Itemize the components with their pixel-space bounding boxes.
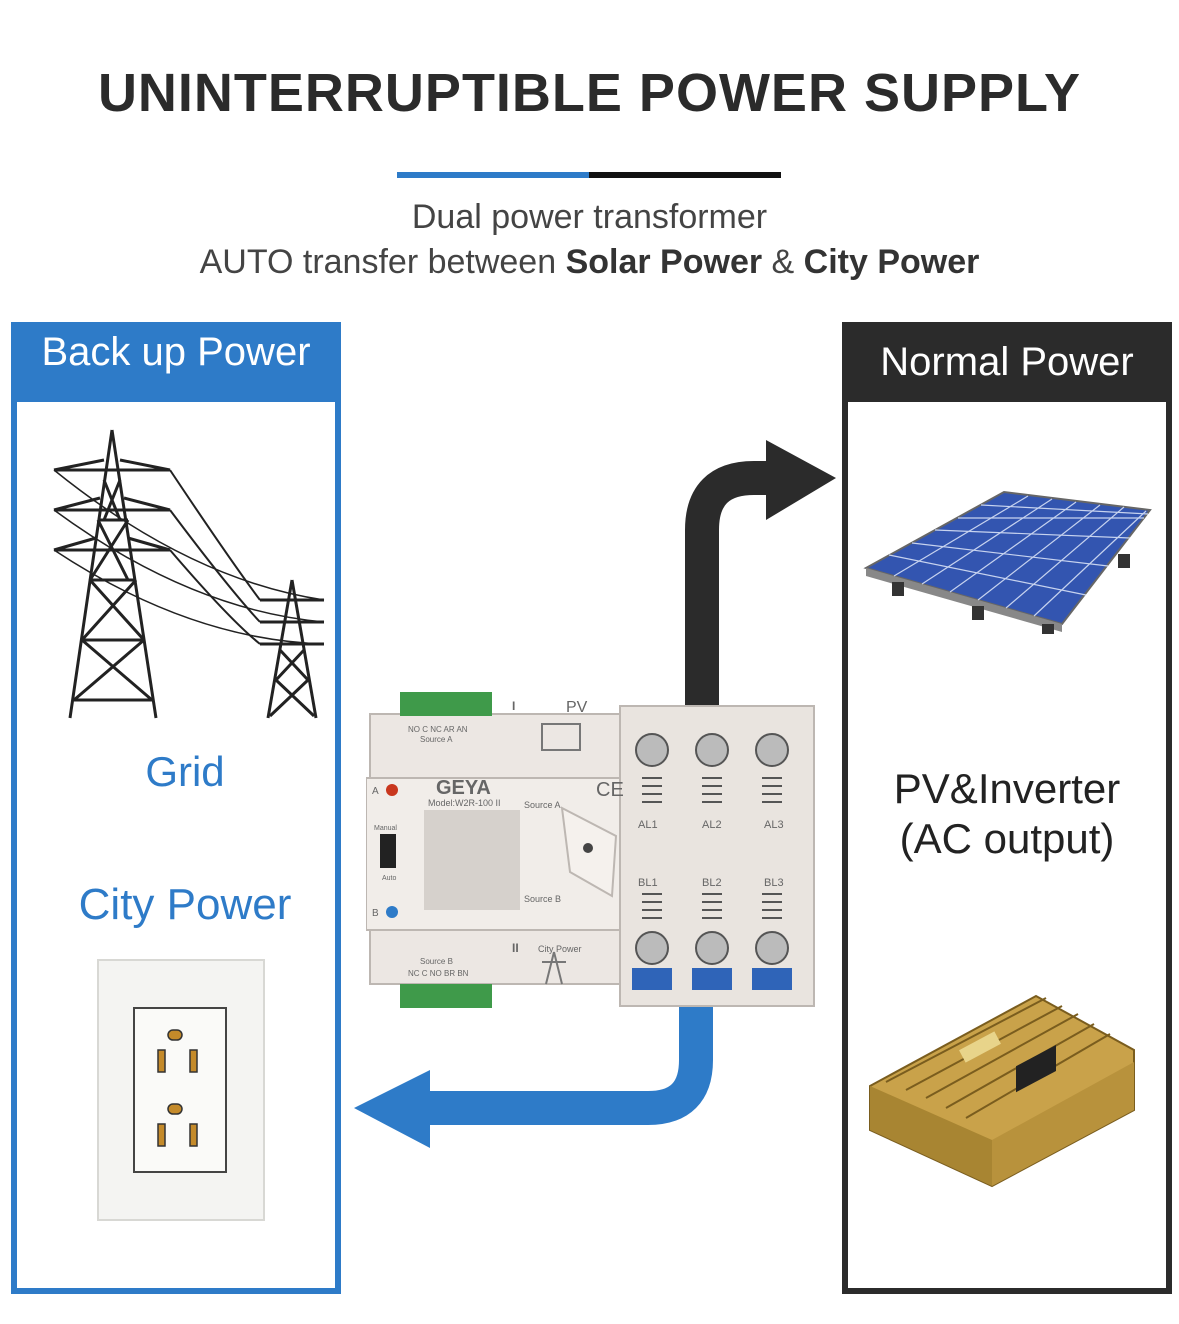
subtitle-city: City Power — [803, 243, 980, 281]
device-bottom-terminal-source: Source B — [420, 957, 453, 966]
transfer-switch-device: PV GEYA Model:W2R-100 II Source A Source… — [366, 692, 815, 1008]
device-model: Model:W2R-100 II — [428, 798, 501, 808]
device-terminal-bl3: BL3 — [764, 877, 784, 889]
divider-blue — [397, 172, 589, 178]
device-terminal-al3: AL3 — [764, 819, 784, 831]
backup-arrow-icon — [354, 990, 713, 1148]
solar-panel-icon — [863, 490, 1152, 634]
inverter-icon — [869, 994, 1135, 1188]
device-bottom-terminal-label: NC C NO BR BN — [408, 969, 469, 978]
device-terminal-bl1: BL1 — [638, 877, 658, 889]
device-city-power: City Power — [538, 944, 582, 954]
pv-inverter-line1: PV&Inverter — [893, 765, 1121, 812]
device-source-a: Source A — [524, 800, 561, 810]
subtitle-line-2: AUTO transfer between Solar Power & City… — [0, 243, 1179, 282]
subtitle-solar: Solar Power — [565, 243, 763, 281]
subtitle-line-1: Dual power transformer — [411, 198, 768, 236]
device-ce-mark: CE — [596, 779, 624, 801]
pv-inverter-label: PV&Inverter (AC output) — [842, 764, 1172, 864]
backup-power-header — [11, 322, 341, 402]
backup-power-title: Back up Power — [41, 330, 311, 374]
device-a-label: A — [372, 786, 379, 797]
pv-inverter-line2: (AC output) — [899, 815, 1115, 862]
device-terminal-bl2: BL2 — [702, 877, 722, 889]
device-source-b: Source B — [524, 894, 561, 904]
device-terminal-al1: AL1 — [638, 819, 658, 831]
normal-power-title: Normal Power — [880, 340, 1134, 384]
normal-power-header — [842, 322, 1172, 402]
city-power-label: City Power — [78, 880, 292, 929]
output-arrow-icon — [685, 440, 836, 720]
device-pv-label: PV — [566, 699, 588, 716]
device-roman-1: I — [512, 699, 515, 713]
device-b-label: B — [372, 908, 379, 919]
device-roman-2: II — [512, 941, 519, 955]
wall-outlet-icon — [97, 959, 265, 1221]
divider-black — [589, 172, 781, 178]
page-title: UNINTERRUPTIBLE POWER SUPPLY — [97, 63, 1082, 123]
device-brand: GEYA — [436, 777, 491, 799]
device-manual-label: Manual — [374, 825, 397, 832]
transmission-tower-icon — [53, 429, 325, 719]
device-top-terminal-label: NO C NC AR AN — [408, 725, 468, 734]
device-terminal-al2: AL2 — [702, 819, 722, 831]
subtitle-mid: & — [762, 243, 804, 281]
device-top-terminal-source: Source A — [420, 735, 453, 744]
subtitle-prefix: AUTO transfer between — [199, 243, 566, 281]
grid-label: Grid — [145, 748, 225, 795]
device-auto-label: Auto — [382, 875, 397, 882]
